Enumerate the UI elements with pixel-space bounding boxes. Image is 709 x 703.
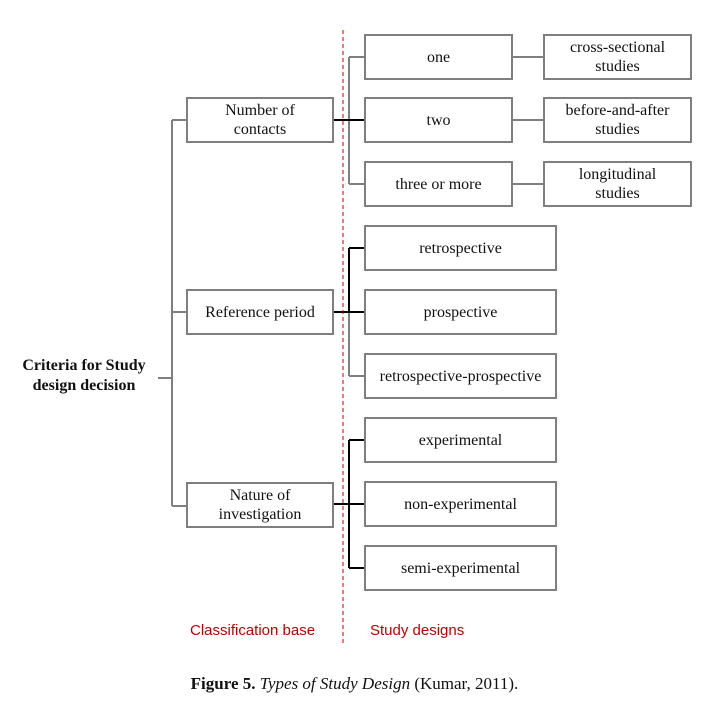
root-label-line2: design decision — [32, 377, 136, 394]
design-non-experimental: non-experimental — [364, 481, 557, 527]
base-reference-period: Reference period — [186, 289, 334, 335]
outcome-before-and-after: before-and-after studies — [543, 97, 692, 143]
caption-title: Types of Study Design — [259, 674, 411, 693]
caption-number: Figure 5. — [190, 674, 256, 693]
design-semi-experimental: semi-experimental — [364, 545, 557, 591]
design-two: two — [364, 97, 513, 143]
design-one: one — [364, 34, 513, 80]
footer-classification-base: Classification base — [190, 622, 316, 639]
design-retrospective-prospective: retrospective-prospective — [364, 353, 557, 399]
design-three-or-more: three or more — [364, 161, 513, 207]
caption-citation: (Kumar, 2011). — [414, 674, 519, 693]
outcome-longitudinal: longitudinal studies — [543, 161, 692, 207]
figure-caption: Figure 5. Types of Study Design (Kumar, … — [0, 674, 709, 694]
footer-study-designs: Study designs — [370, 622, 465, 639]
base-number-of-contacts: Number of contacts — [186, 97, 334, 143]
design-prospective: prospective — [364, 289, 557, 335]
outcome-cross-sectional: cross-sectional studies — [543, 34, 692, 80]
design-experimental: experimental — [364, 417, 557, 463]
design-retrospective: retrospective — [364, 225, 557, 271]
base-nature-of-investigation: Nature of investigation — [186, 482, 334, 528]
root-node: Criteria for Study design decision — [8, 356, 160, 396]
root-label-line1: Criteria for Study — [22, 357, 146, 374]
